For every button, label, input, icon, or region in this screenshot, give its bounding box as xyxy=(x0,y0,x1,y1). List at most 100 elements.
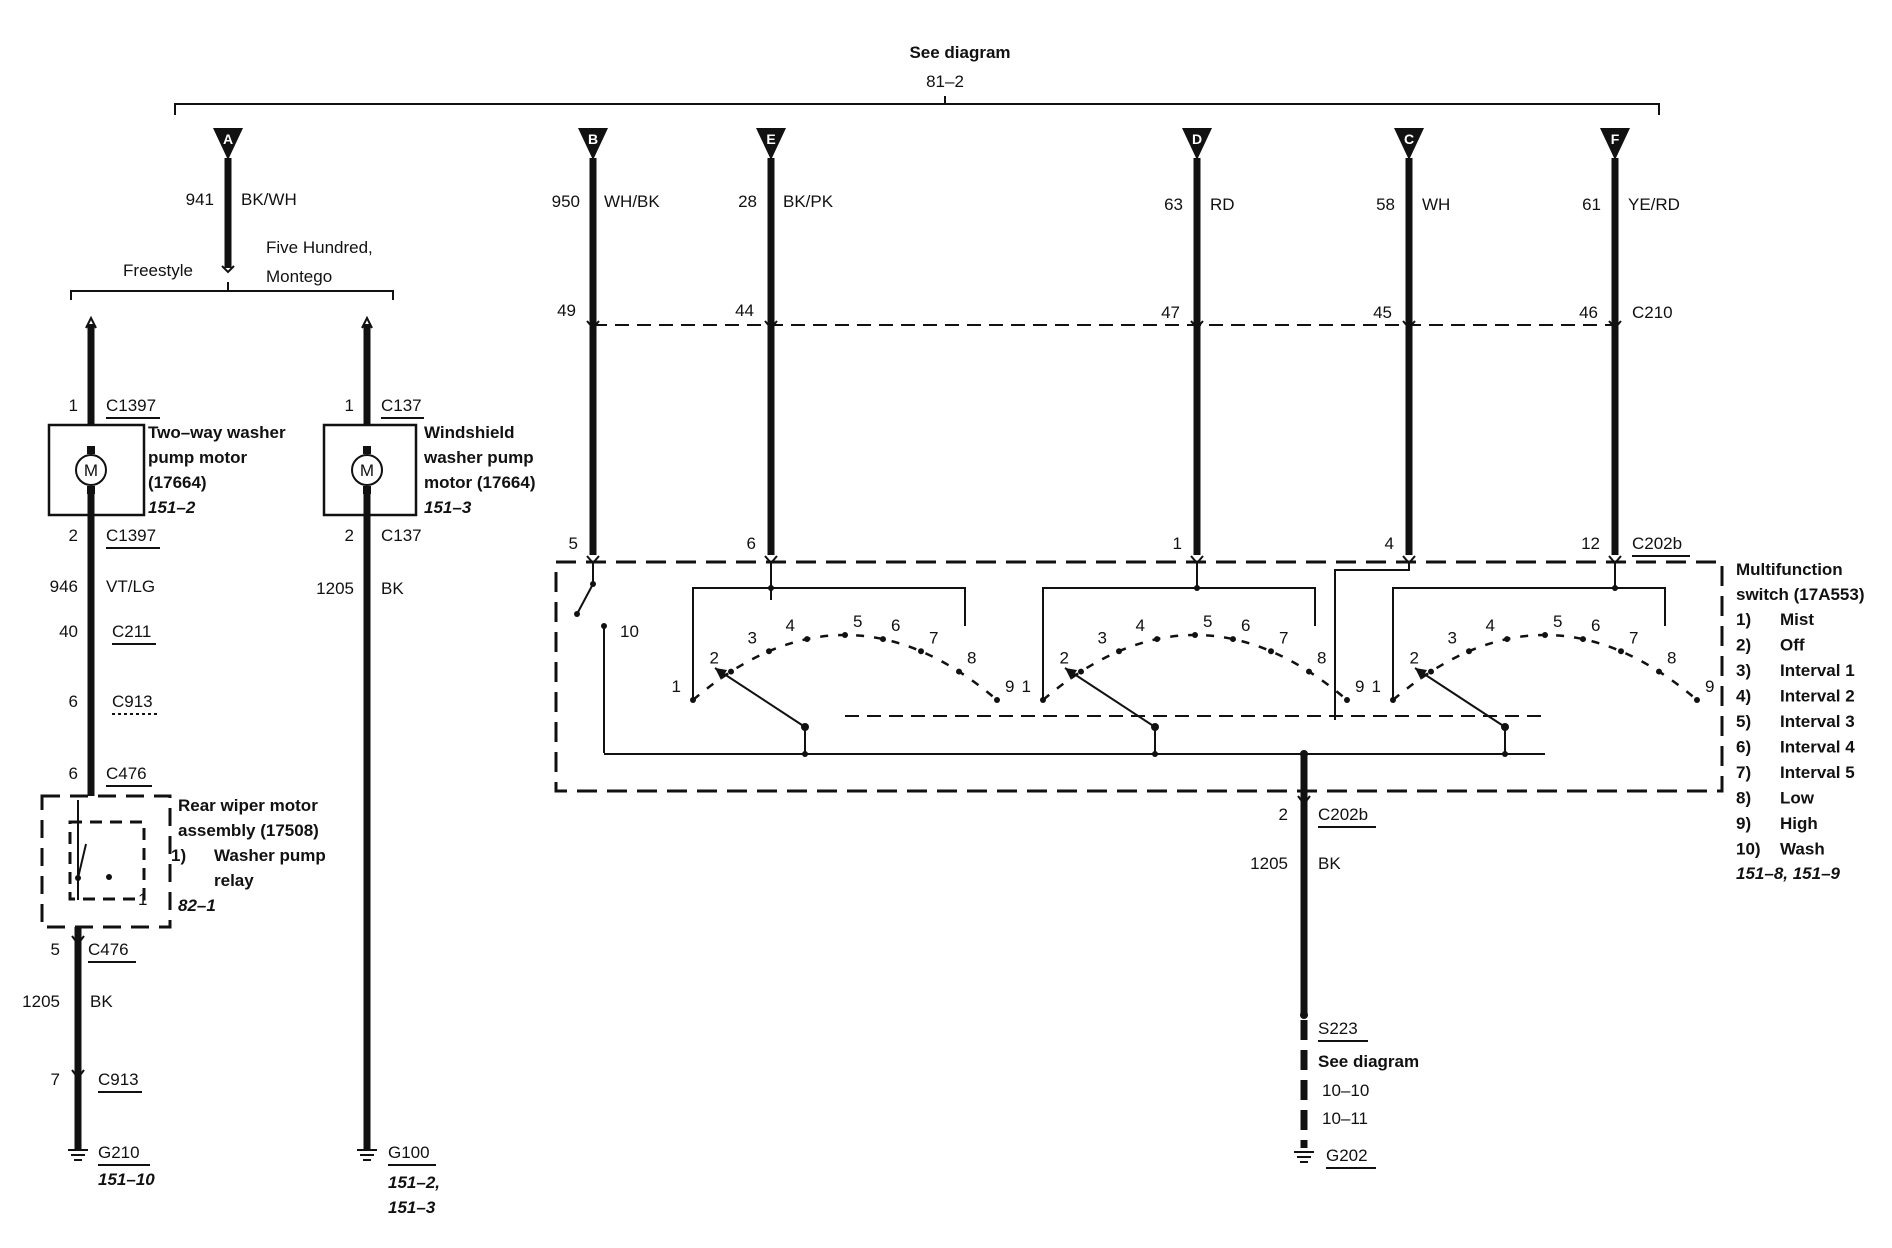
contact-2-6 xyxy=(1230,636,1236,643)
switch-position-label: Interval 4 xyxy=(1780,738,1855,757)
c1397-top-pin: 1 xyxy=(69,396,78,415)
contact-2-3 xyxy=(1116,648,1122,655)
feed-2 xyxy=(1042,587,1316,700)
c137-top-label: C137 xyxy=(381,396,422,415)
contact-1-6 xyxy=(880,636,886,643)
two-way-motor-box xyxy=(47,423,146,517)
c211-pin: 40 xyxy=(59,622,78,641)
washer-relay-box xyxy=(68,820,146,901)
color-yerd: YE/RD xyxy=(1628,195,1680,214)
c210-pin-45: 45 xyxy=(1373,303,1392,322)
contact-label-3-9: 9 xyxy=(1705,677,1714,696)
connector-c-letter: C xyxy=(1404,131,1414,147)
color-bkpk: BK/PK xyxy=(783,192,834,211)
see-diagram-top-label: See diagram xyxy=(909,43,1010,62)
ground-icon xyxy=(357,1149,377,1161)
windshield-motor-title-1: Windshield xyxy=(424,423,515,442)
contact-label-1-8: 8 xyxy=(967,649,976,668)
connector-f-letter: F xyxy=(1611,131,1620,147)
switch-position-label: Mist xyxy=(1780,610,1814,629)
contact-1-9 xyxy=(994,697,1000,703)
contact-label-1-9: 9 xyxy=(1005,677,1014,696)
switch-position-num: 4) xyxy=(1736,687,1751,706)
color-bkwh: BK/WH xyxy=(241,190,297,209)
c137-bot-label: C137 xyxy=(381,526,422,545)
contact-label-2-2: 2 xyxy=(1060,649,1069,668)
color-rd: RD xyxy=(1210,195,1235,214)
mid-color-bk: BK xyxy=(381,579,404,598)
splice-s223 xyxy=(1300,1011,1308,1019)
c211-label: C211 xyxy=(112,622,151,641)
relay-contact xyxy=(106,874,112,880)
c476b-label: C476 xyxy=(88,940,129,959)
connector-d: D xyxy=(1182,128,1212,160)
contact-1-8 xyxy=(956,668,962,675)
connector-a: A xyxy=(213,128,243,160)
switch-position-label: Interval 2 xyxy=(1780,687,1855,706)
c202b-top-label: C202b xyxy=(1632,534,1682,553)
windshield-motor-title-2: washer pump xyxy=(423,448,534,467)
windshield-motor-title-3: motor (17664) xyxy=(424,473,535,492)
windshield-motor-ref: 151–3 xyxy=(424,498,472,517)
contact-label-2-3: 3 xyxy=(1098,628,1107,647)
contact-3-2 xyxy=(1428,668,1434,675)
two-way-motor-title-2: pump motor xyxy=(148,448,248,467)
wiper-blade-2 xyxy=(1064,667,1156,728)
contact-label-1-6: 6 xyxy=(891,616,900,635)
c210-label: C210 xyxy=(1632,303,1673,322)
circuit-950: 950 xyxy=(552,192,580,211)
circuit-63: 63 xyxy=(1164,195,1183,214)
left-color-bk: BK xyxy=(90,992,113,1011)
c202b-pin-4: 4 xyxy=(1385,534,1394,553)
left-color-vtlg: VT/LG xyxy=(106,577,155,596)
node-f xyxy=(1612,585,1618,591)
contact-3-7 xyxy=(1618,648,1624,655)
c1397-bot-label: C1397 xyxy=(106,526,156,545)
contact-label-1-3: 3 xyxy=(748,628,757,647)
contact-3-8 xyxy=(1656,668,1662,675)
c202b-bot-mark xyxy=(1297,795,1311,806)
ground-g100-ref-2: 151–3 xyxy=(388,1198,436,1217)
switch-position-num: 5) xyxy=(1736,712,1751,731)
contact-label-2-5: 5 xyxy=(1203,612,1212,631)
multifunction-switch-box xyxy=(554,560,1724,793)
switch-arc-2 xyxy=(1042,633,1348,701)
rear-wiper-item-1: Washer pump xyxy=(214,846,326,865)
contact-label-2-9: 9 xyxy=(1355,677,1364,696)
rear-pin-1: 1 xyxy=(138,890,147,909)
branch-five-hundred: Five Hundred, xyxy=(266,238,373,257)
wire-941-end xyxy=(221,265,235,274)
contact-3-4 xyxy=(1504,636,1510,643)
wiper-blade-3 xyxy=(1414,667,1506,728)
contact-3-5 xyxy=(1542,632,1548,638)
switch-position-num: 2) xyxy=(1736,636,1751,655)
c202b-pin-6: 6 xyxy=(747,534,756,553)
ground-junction xyxy=(1300,750,1308,758)
left-circuit-946: 946 xyxy=(50,577,78,596)
connector-a-letter: A xyxy=(223,131,233,147)
c913b-mark xyxy=(71,1069,85,1080)
switch-position-num: 10) xyxy=(1736,840,1761,859)
feed-1 xyxy=(692,587,966,700)
c202b-pin-5: 5 xyxy=(569,534,578,553)
contact-label-1-5: 5 xyxy=(853,612,862,631)
connector-c: C xyxy=(1394,128,1424,160)
c137-bot-pin: 2 xyxy=(345,526,354,545)
switch-position-label: Interval 5 xyxy=(1780,763,1855,782)
switch-position-num: 7) xyxy=(1736,763,1751,782)
c137-top-pin: 1 xyxy=(345,396,354,415)
wash-switch: 10 xyxy=(574,562,639,753)
node-e xyxy=(768,585,774,591)
switch-position-label: Off xyxy=(1780,636,1805,655)
circuit-941: 941 xyxy=(186,190,214,209)
ground-g100: G100 xyxy=(388,1143,430,1162)
left-column: 1 C1397 M Two–way washer pump motor (176… xyxy=(22,315,326,1189)
switch-arc-1 xyxy=(692,633,998,701)
contact-label-2-4: 4 xyxy=(1136,616,1145,635)
switch-position-num: 8) xyxy=(1736,789,1751,808)
contact-2-2 xyxy=(1078,668,1084,675)
contact-2-4 xyxy=(1154,636,1160,643)
wiper-arrow-2 xyxy=(1065,668,1077,680)
contact-label-2-8: 8 xyxy=(1317,649,1326,668)
